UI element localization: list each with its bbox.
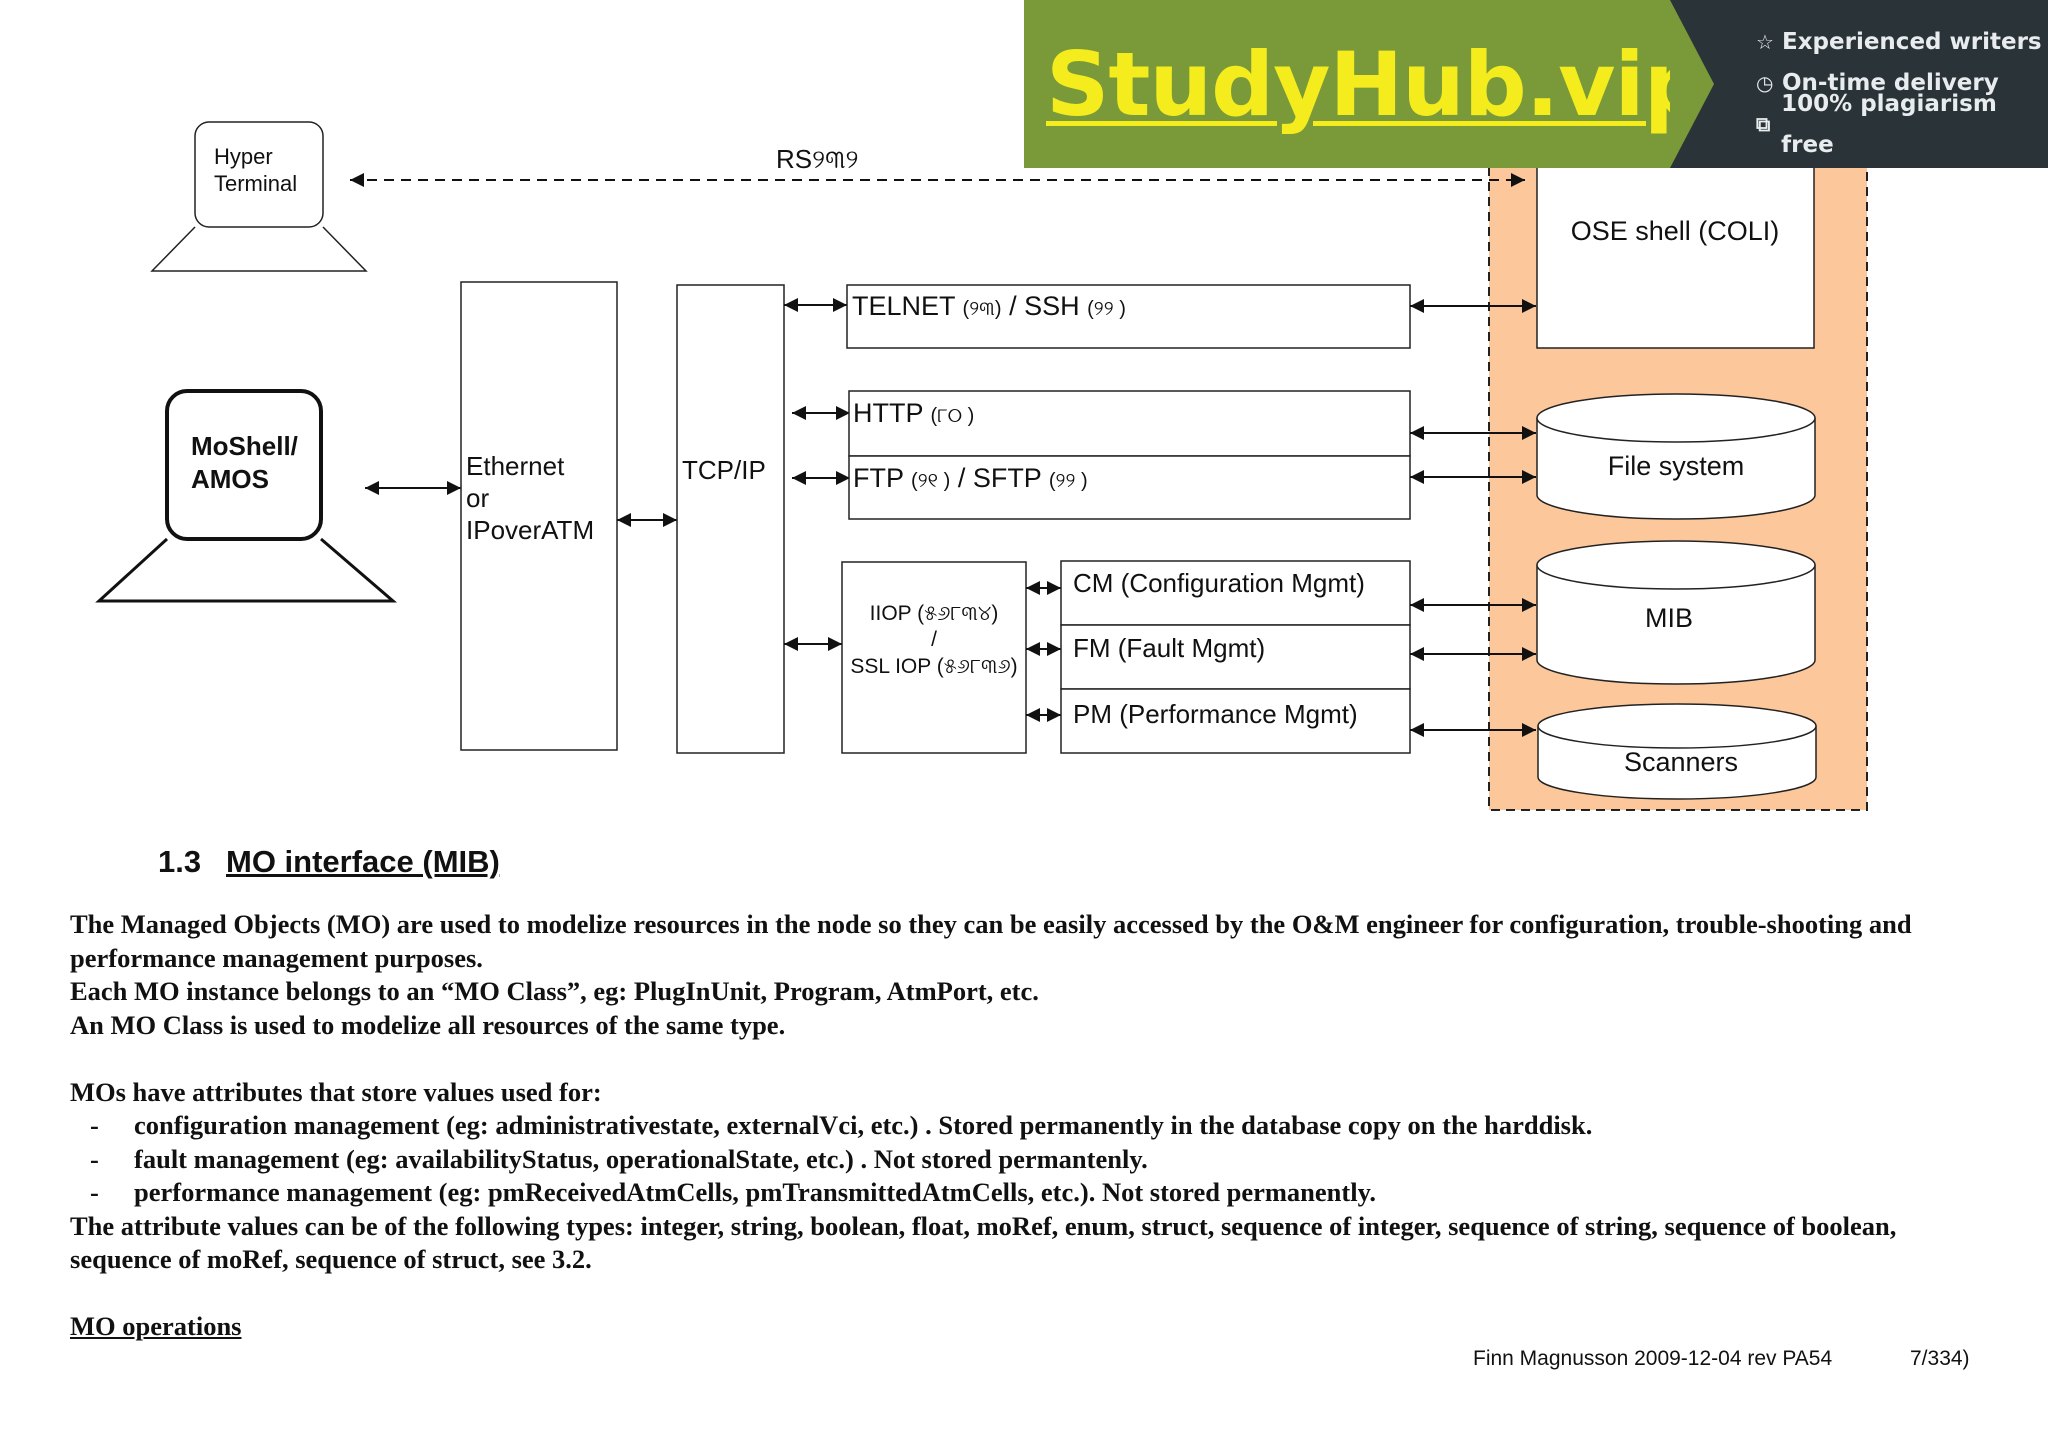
banner-arrow-shape: [1670, 0, 1714, 168]
cm-box: [1060, 560, 1411, 626]
telnet-ssh-label: TELNET (୨୩) / SSH (୨୨ ): [852, 291, 1126, 321]
scanners-cylinder: Scanners: [1537, 703, 1817, 800]
bullet-text: configuration management (eg: administra…: [134, 1110, 1593, 1140]
file-system-cylinder: File system: [1536, 393, 1816, 520]
section-heading: 1.3 MO interface (MIB): [158, 844, 500, 880]
banner-logo-area[interactable]: StudyHub.vip: [1024, 0, 1707, 168]
ethernet-label-2: or: [466, 483, 489, 513]
feature-label: 100% plagiarism free: [1781, 90, 1997, 158]
mib-cylinder: MIB: [1536, 540, 1816, 685]
tcpip-box: [676, 284, 785, 754]
iiop-box: [841, 561, 1027, 754]
feature-experienced-writers: ☆ Experienced writers: [1756, 22, 2048, 63]
body-text: The Managed Objects (MO) are used to mod…: [70, 908, 1990, 1344]
ose-shell-box: [1536, 159, 1815, 349]
telnet-ssh-box: [846, 284, 1411, 349]
ftp-label: FTP (୨୧ ) / SFTP (୨୨ ): [853, 463, 1088, 493]
moshell-label-1: MoShell/: [191, 431, 298, 461]
paragraph-mo-intro: The Managed Objects (MO) are used to mod…: [70, 909, 1912, 973]
mib-label: MIB: [1645, 603, 1693, 633]
feature-on-time-delivery: ◷ On-time delivery: [1756, 63, 2048, 104]
http-label: HTTP (୮୦ ): [853, 398, 974, 428]
footer-page-number: 7/334): [1910, 1347, 1970, 1370]
pm-box: [1060, 688, 1411, 754]
ethernet-label-1: Ethernet: [466, 451, 565, 481]
mo-operations-heading: MO operations: [70, 1311, 242, 1341]
section-title: MO interface (MIB): [226, 844, 500, 879]
hyper-terminal-label-1: Hyper: [214, 144, 273, 169]
bullet-text: fault management (eg: availabilityStatus…: [134, 1143, 1148, 1174]
paragraph-attributes-intro: MOs have attributes that store values us…: [70, 1076, 602, 1107]
footer-author: Finn Magnusson 2009-12-04 rev PA54: [1473, 1347, 1833, 1370]
list-item: - performance management (eg: pmReceived…: [70, 1176, 1990, 1210]
cm-label: CM (Configuration Mgmt): [1073, 568, 1365, 598]
feature-plagiarism-free: ⧉ 100% plagiarism free: [1756, 91, 2048, 158]
copy-icon: ⧉: [1756, 112, 1771, 136]
hyper-terminal-label-2: Terminal: [214, 171, 297, 196]
iiop-label-1: IIOP (୫୬୮୩୪): [870, 602, 999, 625]
ethernet-box: [460, 281, 618, 751]
paragraph-mo-class: Each MO instance belongs to an “MO Class…: [70, 976, 1039, 1006]
clock-icon: ◷: [1756, 71, 1774, 95]
list-item: - fault management (eg: availabilityStat…: [70, 1143, 1990, 1177]
file-system-label: File system: [1608, 451, 1745, 481]
star-icon: ☆: [1756, 30, 1774, 54]
studyhub-logo[interactable]: StudyHub.vip: [1046, 32, 1707, 136]
studyhub-banner[interactable]: StudyHub.vip ☆ Experienced writers ◷ On-…: [1024, 0, 2048, 168]
list-item: - configuration management (eg: administ…: [70, 1109, 1990, 1143]
bullet-text: performance management (eg: pmReceivedAt…: [134, 1177, 1377, 1207]
http-box: [848, 390, 1411, 457]
rs-link-label: RS୨୩୨: [776, 144, 858, 174]
banner-features: ☆ Experienced writers ◷ On-time delivery…: [1670, 0, 2048, 168]
bullet-dash: -: [90, 1110, 99, 1140]
ethernet-label-3: IPoverATM: [466, 515, 594, 545]
ose-shell-label: OSE shell (COLI): [1571, 216, 1780, 246]
feature-label: On-time delivery: [1782, 70, 1999, 96]
iiop-label-2: /: [931, 628, 937, 651]
ftp-box: [848, 455, 1411, 520]
moshell-label-2: AMOS: [191, 464, 269, 494]
section-number: 1.3: [158, 844, 202, 879]
paragraph-attribute-types: The attribute values can be of the follo…: [70, 1210, 1897, 1275]
hyper-terminal-icon: Hyper Terminal: [150, 121, 368, 272]
bullet-dash: -: [90, 1177, 99, 1207]
tcpip-label: TCP/IP: [682, 455, 766, 485]
feature-label: Experienced writers: [1782, 29, 2042, 55]
iiop-label-3: SSL IOP (୫୬୮୩୬): [850, 655, 1017, 678]
moshell-icon: MoShell/ AMOS: [95, 389, 398, 603]
scanners-label: Scanners: [1624, 747, 1738, 777]
fm-label: FM (Fault Mgmt): [1073, 633, 1265, 663]
architecture-diagram: Hyper Terminal RS୨୩୨ MoShell/ AMOS Ether…: [95, 121, 1868, 811]
paragraph-mo-class-type: An MO Class is used to modelize all reso…: [70, 1009, 786, 1040]
pm-label: PM (Performance Mgmt): [1073, 699, 1358, 729]
bullet-dash: -: [90, 1143, 99, 1174]
